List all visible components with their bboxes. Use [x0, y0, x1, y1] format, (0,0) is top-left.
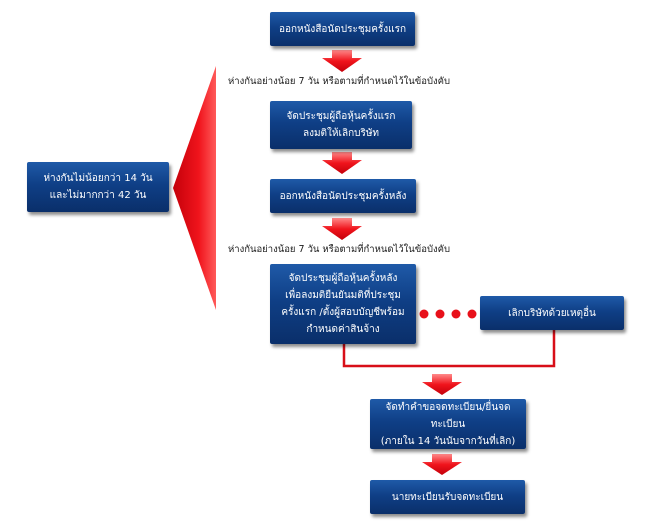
second-notice-label: ออกหนังสือนัดประชุมครั้งหลัง	[279, 190, 407, 202]
second-meeting-line-4: กำหนดค่าสินจ้าง	[306, 324, 380, 335]
down-arrow-1	[322, 50, 362, 72]
dot-3	[451, 309, 461, 319]
down-arrow-4	[422, 374, 462, 395]
down-arrow-5	[422, 454, 462, 475]
first-notice-box: ออกหนังสือนัดประชุมครั้งแรก	[270, 12, 415, 46]
second-meeting-line-2: เพื่อลงมติยืนยันมติที่ประชุม	[285, 290, 401, 301]
bracket-triangle	[173, 66, 216, 310]
register-line-1: จัดทำคำขอจดทะเบียน/ยื่นจดทะเบียน	[385, 401, 511, 430]
register-box: จัดทำคำขอจดทะเบียน/ยื่นจดทะเบียน (ภายใน …	[370, 399, 526, 449]
register-line-2: (ภายใน 14 วันนับจากวันที่เลิก)	[380, 435, 516, 447]
side-duration-box: ห่างกันไม่น้อยกว่า 14 วัน และไม่มากกว่า …	[27, 162, 169, 212]
gap-note-two: ห่างกันอย่างน้อย 7 วัน หรือตามที่กำหนดไว…	[228, 244, 451, 255]
connector-line	[342, 330, 556, 368]
first-meeting-line-1: จัดประชุมผู้ถือหุ้นครั้งแรก	[286, 111, 396, 122]
first-notice-label: ออกหนังสือนัดประชุมครั้งแรก	[278, 23, 407, 35]
second-meeting-line-1: จัดประชุมผู้ถือหุ้นครั้งหลัง	[288, 273, 398, 284]
dot-2	[435, 309, 445, 319]
registrar-box: นายทะเบียนรับจดทะเบียน	[370, 480, 525, 514]
down-arrow-2	[322, 152, 362, 174]
gap-note-one: ห่างกันอย่างน้อย 7 วัน หรือตามที่กำหนดไว…	[228, 76, 451, 87]
side-line-1: ห่างกันไม่น้อยกว่า 14 วัน	[43, 173, 153, 184]
dot-4	[467, 309, 477, 319]
other-cause-label: เลิกบริษัทด้วยเหตุอื่น	[508, 307, 596, 319]
second-meeting-line-3: ครั้งแรก /ตั้งผู้สอบบัญชีพร้อม	[281, 307, 405, 318]
second-meeting-box: จัดประชุมผู้ถือหุ้นครั้งหลัง เพื่อลงมติย…	[270, 264, 416, 344]
side-line-2: และไม่มากกว่า 42 วัน	[49, 190, 147, 201]
second-notice-box: ออกหนังสือนัดประชุมครั้งหลัง	[270, 179, 416, 213]
other-cause-box: เลิกบริษัทด้วยเหตุอื่น	[480, 296, 624, 330]
first-meeting-box: จัดประชุมผู้ถือหุ้นครั้งแรก ลงมติให้เลิก…	[270, 101, 412, 149]
down-arrow-3	[322, 218, 362, 240]
dot-1	[419, 309, 429, 319]
registrar-label: นายทะเบียนรับจดทะเบียน	[391, 491, 504, 503]
first-meeting-line-2: ลงมติให้เลิกบริษัท	[302, 128, 380, 139]
